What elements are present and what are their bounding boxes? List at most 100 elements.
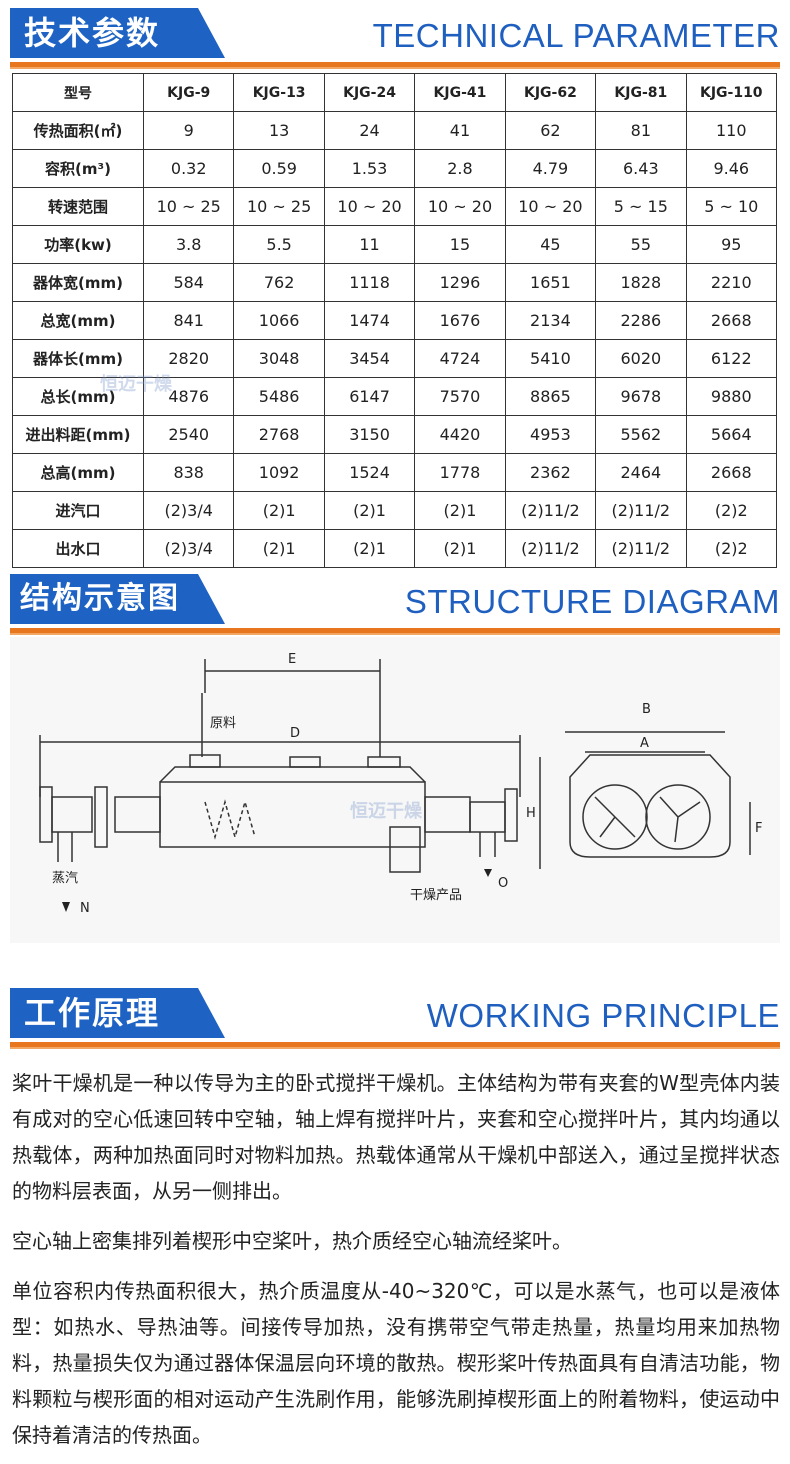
orange-divider-light	[10, 633, 780, 635]
orange-divider	[10, 1042, 780, 1047]
table-cell: 1778	[414, 453, 506, 492]
table-cell: (2)11/2	[595, 529, 687, 568]
table-cell: 1676	[414, 301, 506, 340]
table-cell: 1118	[323, 263, 416, 302]
table-cell: 5562	[595, 415, 687, 454]
table-cell: 10 ~ 20	[504, 187, 597, 226]
table-cell: 1296	[414, 263, 506, 302]
water-joint	[469, 801, 506, 833]
orange-divider	[10, 62, 780, 67]
row-label: 器体宽(mm)	[12, 263, 144, 302]
table-cell: 2286	[595, 301, 687, 340]
orange-divider-light	[10, 67, 780, 69]
section-title-cn: 结构示意图	[20, 581, 180, 616]
shaft-circle-left	[582, 784, 648, 850]
table-cell: 5486	[233, 377, 325, 416]
table-cell: 5.5	[233, 225, 325, 264]
watermark-text: 恒迈干燥	[350, 800, 423, 822]
table-cell: (2)11/2	[595, 491, 687, 530]
table-cell: 0.59	[233, 149, 325, 188]
dryer-top-cover	[159, 766, 426, 783]
paddle-sketch	[204, 799, 256, 840]
principle-paragraph: 单位容积内传热面积很大，热介质温度从-40~320℃，可以是水蒸气，也可以是液体…	[12, 1279, 780, 1447]
row-label: 总长(mm)	[12, 377, 144, 416]
row-label: 传热面积(㎡)	[12, 111, 144, 150]
table-cell: 584	[142, 263, 235, 302]
table-cell: 10 ~ 25	[233, 187, 325, 226]
table-cell: (2)1	[414, 529, 506, 568]
section-title-en: WORKING PRINCIPLE	[426, 997, 780, 1034]
table-cell: 10 ~ 25	[142, 187, 235, 226]
table-cell: 4420	[414, 415, 506, 454]
table-cell: 15	[414, 225, 506, 264]
section-title-cn: 技术参数	[24, 14, 161, 52]
table-cell: 2540	[142, 415, 235, 454]
table-cell: 6122	[685, 339, 778, 378]
section-header-tech: 技术参数 TECHNICAL PARAMETER	[0, 0, 790, 70]
label-H: H	[526, 806, 536, 821]
table-cell: 6.43	[595, 149, 687, 188]
row-label: 转速范围	[12, 187, 144, 226]
header-tab-shape	[10, 988, 225, 1038]
table-cell: 2134	[504, 301, 597, 340]
header-cell: KJG-62	[504, 73, 597, 112]
header-cell: KJG-24	[323, 73, 416, 112]
shaft-circle-right	[645, 784, 711, 850]
watermark-logo: 恒迈干燥	[100, 374, 172, 395]
label-dry-product: 干燥产品	[410, 888, 462, 903]
table-cell: 7570	[414, 377, 506, 416]
row-label: 功率(kw)	[12, 225, 144, 264]
table-cell: 4724	[414, 339, 506, 378]
paddle-left	[594, 796, 636, 838]
table-cell: (2)1	[323, 491, 416, 530]
row-label: 进出料距(mm)	[12, 415, 144, 454]
section-header-working: 工作原理 WORKING PRINCIPLE	[0, 980, 790, 1050]
shaft-right	[424, 796, 471, 833]
table-cell: (2)11/2	[504, 529, 597, 568]
shaft-left	[114, 796, 161, 833]
header-cell-model: 型号	[12, 73, 144, 112]
table-row: 出水口(2)3/4(2)1(2)1(2)1(2)11/2(2)11/2(2)2	[12, 529, 778, 568]
table-cell: 2210	[685, 263, 778, 302]
row-label: 总高(mm)	[12, 453, 144, 492]
table-cell: 3454	[323, 339, 416, 378]
table-cell: 2464	[595, 453, 687, 492]
table-cell: 1.53	[323, 149, 416, 188]
principle-paragraph: 空心轴上密集排列着楔形中空桨叶，热介质经空心轴流经桨叶。	[12, 1229, 572, 1253]
principle-paragraph: 桨叶干燥机是一种以传导为主的卧式搅拌干燥机。主体结构为带有夹套的W型壳体内装有成…	[12, 1071, 780, 1203]
table-cell: 41	[414, 111, 506, 150]
label-steam: 蒸汽	[52, 871, 78, 886]
table-cell: 2668	[685, 301, 778, 340]
table-cell: 1066	[233, 301, 325, 340]
label-O: O	[498, 876, 508, 891]
table-cell: 0.32	[142, 149, 235, 188]
table-cell: (2)2	[685, 491, 778, 530]
arrow-up-icon	[62, 902, 70, 912]
section-title-en: TECHNICAL PARAMETER	[372, 17, 780, 54]
table-cell: (2)2	[685, 529, 778, 568]
table-cell: 1524	[323, 453, 416, 492]
table-cell: 9678	[595, 377, 687, 416]
table-cell: 5664	[685, 415, 778, 454]
table-cell: 2768	[233, 415, 325, 454]
table-row: 进汽口(2)3/4(2)1(2)1(2)1(2)11/2(2)11/2(2)2	[12, 491, 778, 530]
orange-divider-light	[10, 1047, 780, 1049]
table-cell: 10 ~ 20	[414, 187, 506, 226]
table-cell: 1092	[233, 453, 325, 492]
label-raw-material: 原料	[210, 716, 236, 731]
label-A: A	[640, 736, 649, 751]
header-cell: KJG-41	[414, 73, 506, 112]
table-cell: 55	[595, 225, 687, 264]
header-cell: KJG-81	[595, 73, 687, 112]
table-cell: (2)1	[323, 529, 416, 568]
table-cell: 9.46	[685, 149, 778, 188]
flange-left	[39, 786, 53, 843]
table-cell: (2)3/4	[142, 491, 235, 530]
